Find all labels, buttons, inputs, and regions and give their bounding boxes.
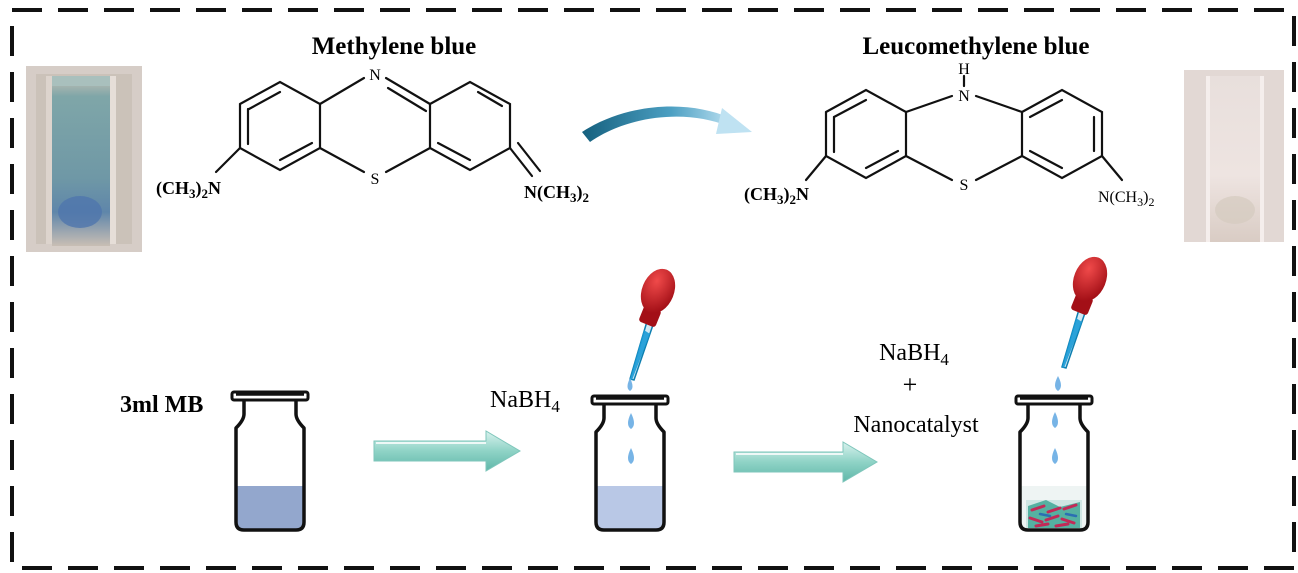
droplet-1a	[627, 378, 633, 391]
flow-arrow-2	[733, 441, 878, 483]
cuvette-photo-clear	[1184, 70, 1284, 242]
leucomethylene-blue-title: Leucomethylene blue	[862, 33, 1089, 60]
droplet-2a	[1055, 376, 1061, 391]
mix-label-line1: NaBH4	[879, 340, 949, 369]
droplet-1b	[628, 413, 634, 429]
bottle-mb	[230, 390, 310, 532]
dropper-1	[629, 268, 676, 381]
methylene-blue-title: Methylene blue	[312, 33, 477, 60]
methylene-blue-sub-right: N(CH3)2	[524, 182, 589, 205]
leucomethylene-blue-atom-s: S	[960, 177, 969, 194]
leucomethylene-blue-sub-left: (CH3)2N	[744, 184, 809, 207]
mix-label-nanocatalyst: Nanocatalyst	[853, 412, 979, 438]
curved-reaction-arrow	[582, 106, 752, 142]
leucomethylene-blue-atom-n: N	[958, 88, 970, 105]
mb-volume-label: 3ml MB	[120, 392, 203, 418]
flow-arrow-1	[373, 430, 521, 472]
droplet-1c	[628, 448, 634, 464]
nabh4-label: NaBH4	[490, 387, 560, 416]
droplet-2b	[1052, 412, 1058, 428]
mix-label-plus: +	[903, 370, 918, 399]
leucomethylene-blue-atom-h: H	[958, 61, 970, 78]
methylene-blue-atom-n: N	[369, 67, 381, 84]
dropper-2	[1061, 256, 1108, 369]
cuvette-photo-blue	[26, 66, 142, 252]
methylene-blue-atom-s: S	[371, 171, 380, 188]
droplet-2c	[1052, 448, 1058, 464]
leucomethylene-blue-sub-right: N(CH3)2	[1098, 189, 1154, 209]
bottle-nanocatalyst	[1014, 394, 1094, 532]
bottle-nabh4	[590, 394, 670, 532]
leucomethylene-blue-structure	[804, 74, 1124, 182]
methylene-blue-structure	[214, 76, 542, 178]
nanocatalyst-particles	[1026, 500, 1082, 528]
methylene-blue-sub-left: (CH3)2N	[156, 178, 221, 201]
